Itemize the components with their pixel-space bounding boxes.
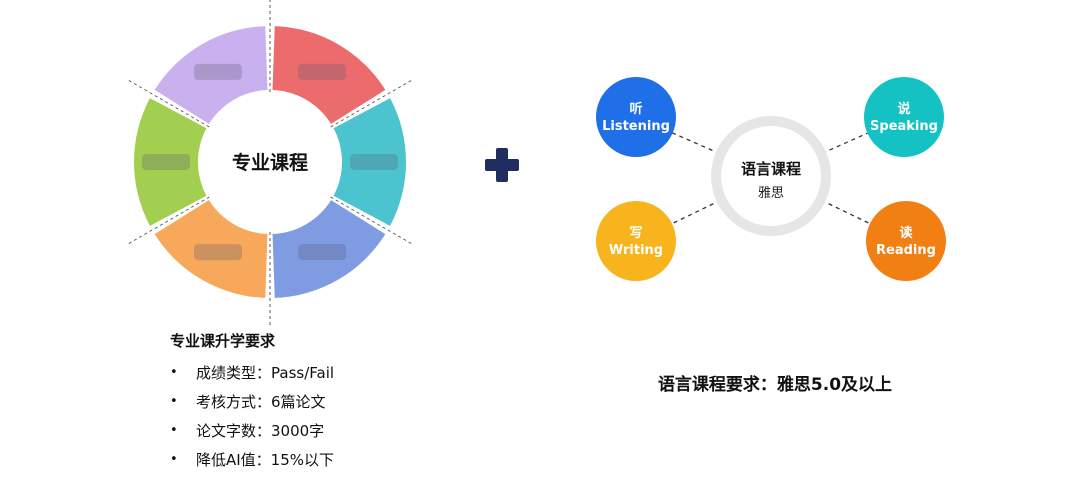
list-item: •降低AI值：15%以下 (170, 451, 335, 469)
skill-circle (864, 77, 944, 157)
language-course-center: 语言课程 雅思 (711, 158, 831, 201)
blurred-label (142, 154, 190, 170)
skill-circle (866, 201, 946, 281)
ring-segment (134, 98, 207, 226)
skill-writing: 写 Writing (608, 226, 664, 258)
ring-segment (154, 200, 268, 298)
ring-segment (333, 98, 406, 226)
blurred-label (298, 244, 346, 261)
ring-segment (154, 26, 268, 124)
bullet-icon: • (170, 452, 178, 467)
bullet-icon: • (170, 365, 178, 380)
list-item: •考核方式：6篇论文 (170, 393, 326, 411)
ring-center (200, 92, 340, 232)
ring-segment (272, 26, 386, 124)
list-item: •成绩类型：Pass/Fail (170, 364, 335, 382)
language-requirement: 语言课程要求：雅思5.0及以上 (657, 375, 893, 395)
divider-line (330, 196, 415, 246)
major-requirements-list: •成绩类型：Pass/Fail •考核方式：6篇论文 •论文字数：3000字 •… (170, 358, 334, 474)
blurred-label (194, 63, 242, 80)
skill-circle (596, 77, 676, 157)
divider-line (330, 78, 415, 128)
blurred-label (350, 154, 398, 170)
blurred-label (194, 244, 242, 261)
blurred-label (298, 63, 346, 80)
skill-listening: 听 Listening (602, 102, 670, 134)
language-course-title: 语言课程 (740, 160, 801, 178)
ring-center-label: 专业课程 (232, 151, 308, 174)
language-course-circle-inner (721, 126, 821, 226)
major-requirements-title: 专业课升学要求 (170, 332, 276, 350)
divider-line (125, 78, 210, 128)
bullet-icon: • (170, 423, 178, 438)
skill-circle (596, 201, 676, 281)
language-course-subtitle: 雅思 (757, 186, 784, 201)
list-item: •论文字数：3000字 (170, 422, 325, 440)
ring-segment (272, 200, 386, 298)
plus-icon (485, 148, 519, 182)
skill-speaking: 说 Speaking (870, 102, 938, 134)
bullet-icon: • (170, 394, 178, 409)
skill-reading: 读 Reading (876, 226, 936, 258)
divider-line (125, 196, 210, 246)
